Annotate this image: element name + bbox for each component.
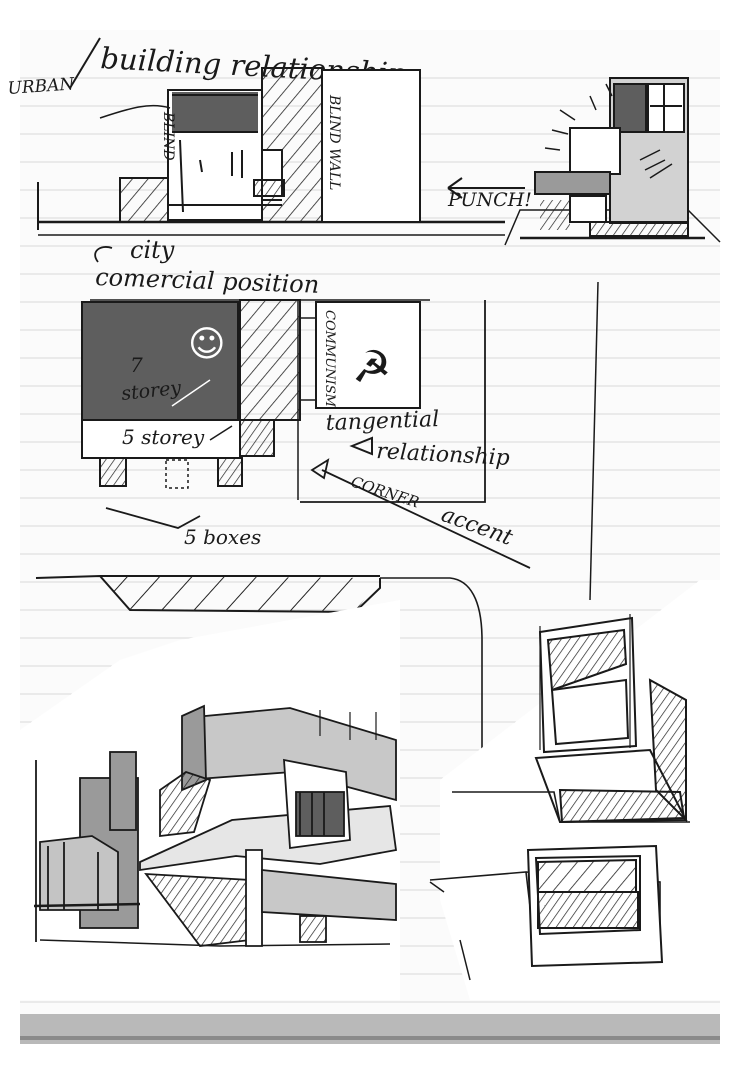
hammer-and-sickle-icon: ☭ (352, 342, 391, 393)
boxes-perspective-sketch (429, 580, 736, 1000)
smiley-face-icon: ☺ (188, 324, 226, 365)
perspective-sketch (20, 600, 400, 1000)
arrow-icon (447, 177, 525, 199)
five-boxes-label: 5 boxes (184, 525, 261, 549)
blind-wall-label: BLIND WALL (326, 94, 342, 190)
punch-tower-sketch: PUNCH! (447, 77, 721, 246)
corner-arrow (310, 458, 531, 569)
storey7-number: 7 (130, 353, 143, 377)
title-prefix: URBAN (7, 74, 76, 99)
punch-label: PUNCH! (447, 189, 532, 211)
city-label: city (130, 236, 175, 264)
storey5-label: 5 storey (122, 425, 205, 449)
blind-label: BLIND (160, 111, 176, 161)
tangential-label: tangential (325, 407, 439, 436)
commercial-position-sketch: city comercial position ☺ 7 storey 5 sto… (81, 236, 599, 601)
plan-strip-sketch (35, 574, 483, 770)
blind-wall-sketch: BLIND BLIND WALL (37, 67, 505, 236)
communism-label: COMMUNISM (322, 310, 337, 408)
